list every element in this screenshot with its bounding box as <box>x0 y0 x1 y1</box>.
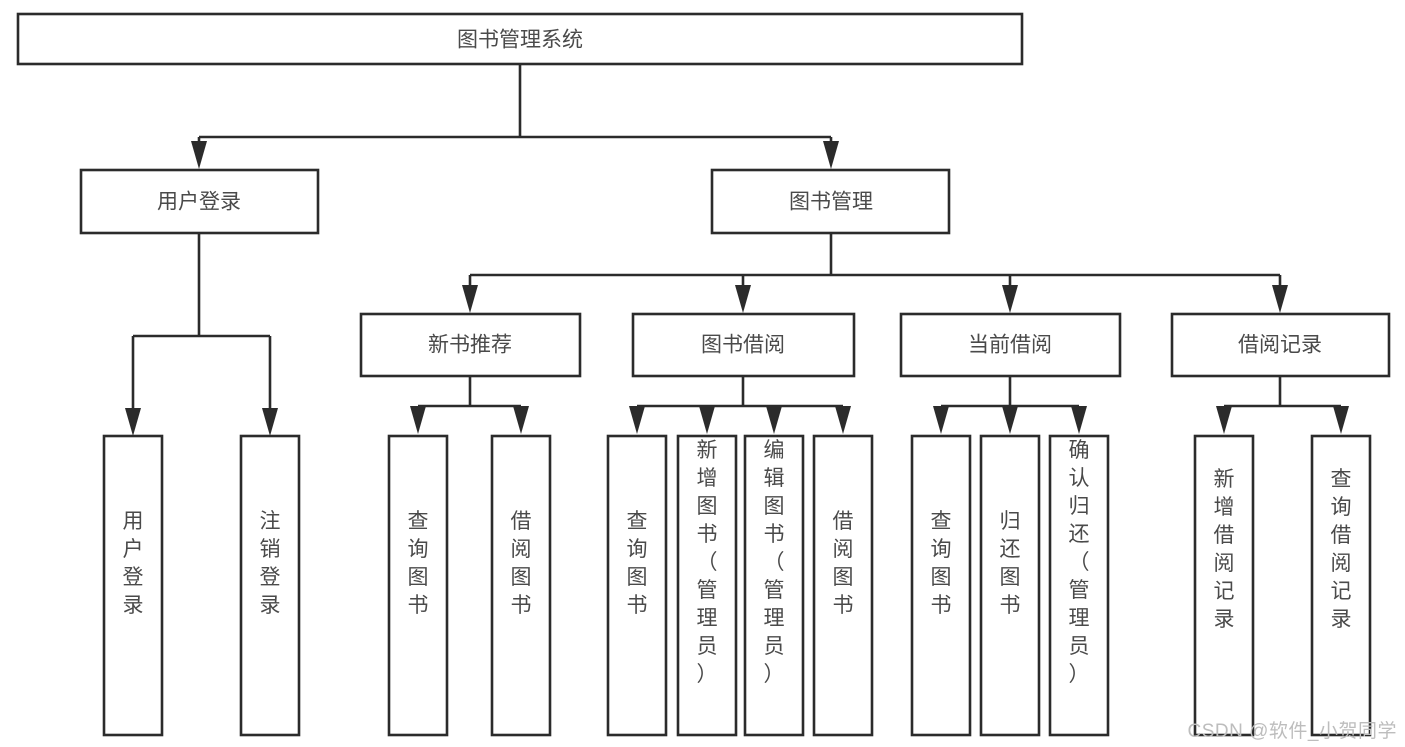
leaf-query-book-2-label: 查询图书 <box>627 510 648 617</box>
node-user-login-label: 用户登录 <box>157 191 241 214</box>
leaf-user-login-label: 用户登录 <box>123 510 144 617</box>
leaf-borrow-book-1-box[interactable] <box>490 434 552 737</box>
node-book-manage[interactable]: 图书管理 <box>710 168 951 235</box>
node-new-book-recommend-label: 新书推荐 <box>428 334 512 357</box>
arrow-head-leaf-query-record <box>1333 406 1349 434</box>
connector-group-book-borrow <box>629 376 851 434</box>
arrow-head-leaf-user-login <box>125 408 141 436</box>
leaf-add-record-label: 新增借阅记录 <box>1214 468 1235 631</box>
leaf-query-record-label: 查询借阅记录 <box>1331 468 1352 631</box>
node-current-borrow[interactable]: 当前借阅 <box>899 312 1122 378</box>
arrow-head-book-borrow <box>735 285 751 313</box>
leaf-query-book-3[interactable]: 查询图书 <box>910 434 972 737</box>
arrow-head-borrow-record <box>1272 285 1288 313</box>
node-book-borrow-box[interactable] <box>631 312 856 378</box>
leaf-edit-book-box[interactable] <box>743 434 805 737</box>
node-root[interactable]: 图书管理系统 <box>16 12 1024 66</box>
arrow-head-leaf-borrow-book-2 <box>835 406 851 434</box>
node-borrow-record[interactable]: 借阅记录 <box>1170 312 1391 378</box>
node-new-book-recommend[interactable]: 新书推荐 <box>359 312 582 378</box>
leaf-confirm-return-label: 确认归还（管理员） <box>1069 439 1090 686</box>
leaf-query-book-1-box[interactable] <box>387 434 449 737</box>
leaf-return-book-box[interactable] <box>979 434 1041 737</box>
arrow-head-user-login <box>191 141 207 169</box>
leaf-query-book-1-label: 查询图书 <box>408 510 429 617</box>
node-book-borrow[interactable]: 图书借阅 <box>631 312 856 378</box>
leaf-query-book-2[interactable]: 查询图书 <box>606 434 668 737</box>
leaf-user-logout-label: 注销登录 <box>260 510 281 617</box>
leaf-add-record-box[interactable] <box>1193 434 1255 737</box>
leaf-add-book-box[interactable] <box>676 434 738 737</box>
node-book-manage-label: 图书管理 <box>789 191 873 214</box>
leaf-borrow-book-2[interactable]: 借阅图书 <box>812 434 874 737</box>
leaf-user-login-box[interactable] <box>102 434 164 737</box>
arrow-head-new-book-recommend <box>462 285 478 313</box>
arrow-head-leaf-return-book <box>1002 406 1018 434</box>
node-book-manage-box[interactable] <box>710 168 951 235</box>
arrow-head-leaf-query-book-1 <box>410 406 426 434</box>
arrow-head-leaf-user-logout <box>262 408 278 436</box>
node-current-borrow-label: 当前借阅 <box>968 334 1052 357</box>
leaf-borrow-book-2-label: 借阅图书 <box>833 510 854 617</box>
arrow-head-book-manage <box>823 141 839 169</box>
arrow-head-leaf-edit-book <box>766 406 782 434</box>
leaf-query-record-box[interactable] <box>1310 434 1372 737</box>
node-user-login[interactable]: 用户登录 <box>79 168 320 235</box>
arrow-head-current-borrow <box>1002 285 1018 313</box>
leaf-borrow-book-1-label: 借阅图书 <box>511 510 532 617</box>
leaf-add-book-label: 新增图书（管理员） <box>697 439 718 686</box>
leaf-query-book-2-box[interactable] <box>606 434 668 737</box>
connector-group-root <box>191 65 839 169</box>
leaf-edit-book[interactable]: 编辑图书（管理员） <box>743 434 805 737</box>
node-current-borrow-box[interactable] <box>899 312 1122 378</box>
arrow-head-leaf-add-book <box>699 406 715 434</box>
connector-group-borrow-record <box>1216 376 1349 434</box>
arrow-head-leaf-add-record <box>1216 406 1232 434</box>
csdn-watermark: CSDN @软件_小贺同学 <box>1187 721 1397 742</box>
leaf-borrow-book-1[interactable]: 借阅图书 <box>490 434 552 737</box>
leaf-return-book[interactable]: 归还图书 <box>979 434 1041 737</box>
leaf-borrow-book-2-box[interactable] <box>812 434 874 737</box>
arrow-head-leaf-query-book-3 <box>933 406 949 434</box>
connector-group-current-borrow <box>933 376 1087 434</box>
leaf-return-book-label: 归还图书 <box>1000 510 1021 617</box>
leaf-confirm-return[interactable]: 确认归还（管理员） <box>1048 434 1110 737</box>
leaf-add-book[interactable]: 新增图书（管理员） <box>676 434 738 737</box>
arrow-head-leaf-borrow-book-1 <box>513 406 529 434</box>
leaf-user-login[interactable]: 用户登录 <box>102 434 164 737</box>
node-root-label: 图书管理系统 <box>457 29 583 52</box>
leaf-confirm-return-box[interactable] <box>1048 434 1110 737</box>
node-book-borrow-label: 图书借阅 <box>701 334 785 357</box>
node-new-book-recommend-box[interactable] <box>359 312 582 378</box>
leaf-query-book-3-label: 查询图书 <box>931 510 952 617</box>
connector-group-book-manage <box>462 234 1288 313</box>
node-borrow-record-box[interactable] <box>1170 312 1391 378</box>
leaf-edit-book-label: 编辑图书（管理员） <box>764 439 785 686</box>
leaf-query-record[interactable]: 查询借阅记录 <box>1310 434 1372 737</box>
connector-group-new-book-recommend <box>410 376 529 434</box>
leaf-user-logout[interactable]: 注销登录 <box>239 434 301 737</box>
leaf-query-book-1[interactable]: 查询图书 <box>387 434 449 737</box>
connector-group-user-login <box>125 234 278 436</box>
leaf-user-logout-box[interactable] <box>239 434 301 737</box>
node-user-login-box[interactable] <box>79 168 320 235</box>
node-borrow-record-label: 借阅记录 <box>1238 334 1322 357</box>
leaf-query-book-3-box[interactable] <box>910 434 972 737</box>
node-root-box[interactable] <box>16 12 1024 66</box>
leaf-add-record[interactable]: 新增借阅记录 <box>1193 434 1255 737</box>
arrow-head-leaf-query-book-2 <box>629 406 645 434</box>
arrow-head-leaf-confirm-return <box>1071 406 1087 434</box>
